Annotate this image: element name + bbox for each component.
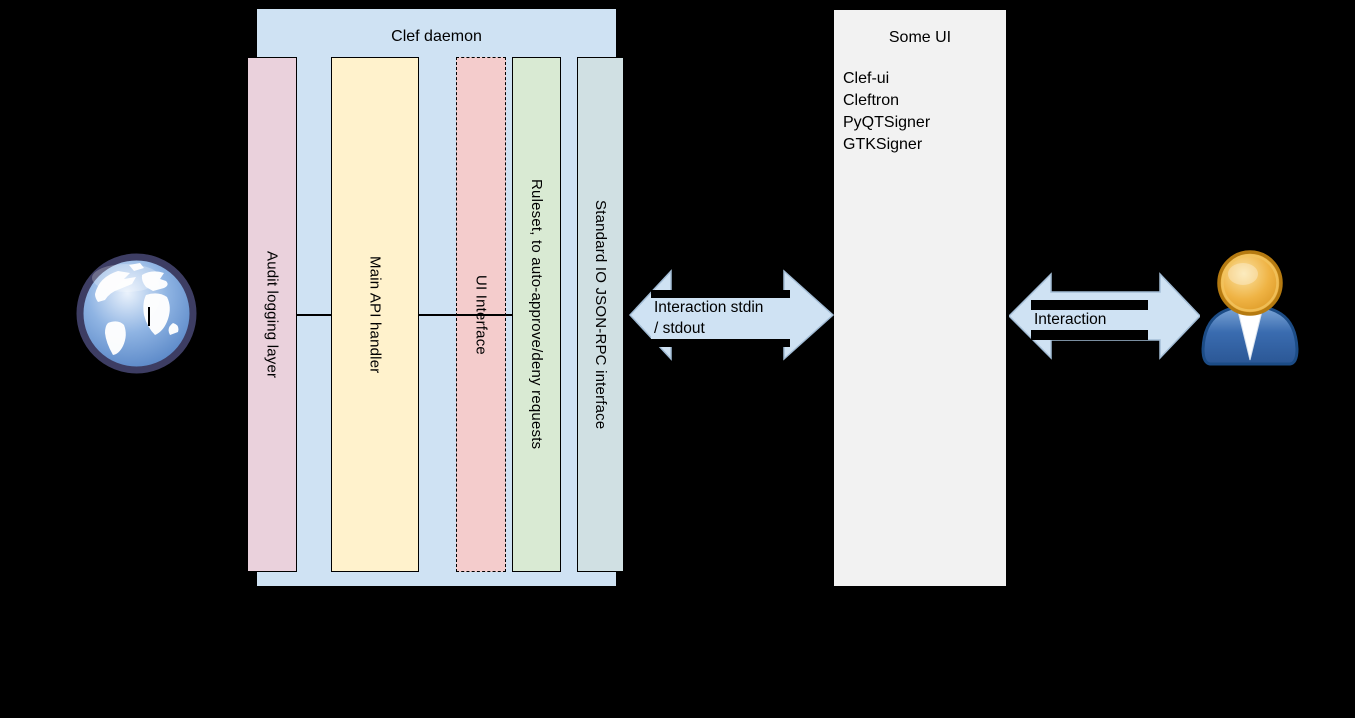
list-item-gtksigner: GTKSigner [843,136,923,153]
interaction-label: Interaction [1034,310,1107,328]
list-item-pyqtsigner: PyQTSigner [843,114,931,131]
stdin-stdout-arrow-label: Interaction stdin / stdout [651,290,790,347]
some-ui-title: Some UI [888,29,952,46]
stdio-jsonrpc-bar: Standard IO JSON-RPC interface [577,57,624,572]
audit-logging-layer-bar: Audit logging layer [247,57,297,572]
list-item-clef-ui: Clef-ui [843,70,890,87]
user-icon [1201,250,1299,366]
main-api-handler-bar: Main API handler [331,57,419,572]
globe-icon [76,253,197,374]
clef-daemon-box: Clef daemon [256,8,617,587]
some-ui-box: Some UI Clef-ui Cleftron PyQTSigner GTKS… [833,9,1007,587]
stdio-jsonrpc-label: Standard IO JSON-RPC interface [592,199,609,430]
connector-audit-to-api [297,314,331,316]
interaction-arrow-label: Interaction [1031,300,1148,340]
some-ui-list: Clef-ui Cleftron PyQTSigner GTKSigner [843,68,1002,156]
audit-logging-layer-label: Audit logging layer [263,250,281,379]
list-item-cleftron: Cleftron [843,92,900,109]
stdin-stdout-label-line1: Interaction stdin [654,299,764,316]
stdin-stdout-label-line2: / stdout [654,319,705,337]
connector-globe-tick [148,307,150,326]
connector-api-to-ruleset [419,314,512,316]
ruleset-bar: Ruleset, to auto-approve/deny requests [512,57,561,572]
main-api-handler-label: Main API handler [366,255,384,374]
clef-daemon-title: Clef daemon [391,28,482,45]
ruleset-label: Ruleset, to auto-approve/deny requests [528,179,545,450]
